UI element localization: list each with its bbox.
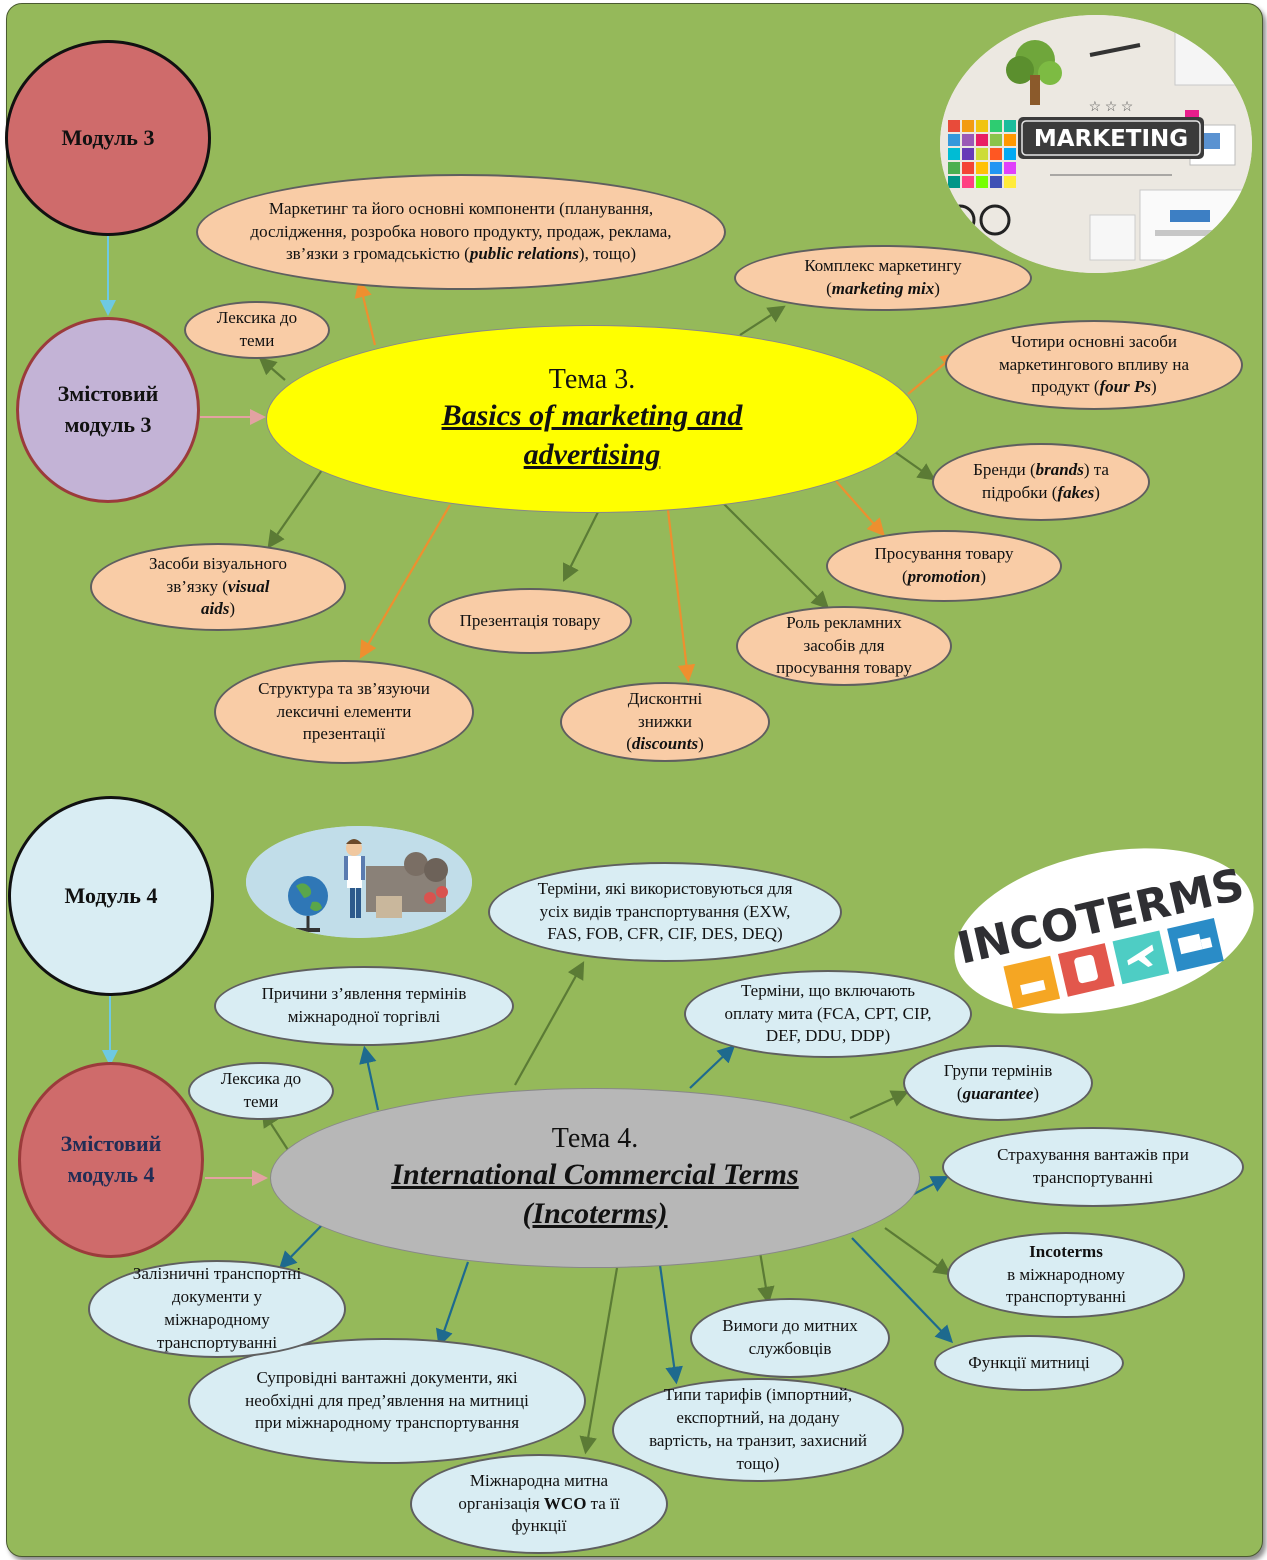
node-term-groups: Групи термінів (guarantee)	[903, 1045, 1093, 1121]
arrow-t3-marketing-mix	[739, 305, 786, 336]
node-advertising-role: Роль рекламних засобів для просування то…	[736, 606, 952, 686]
arrow-t4-groups	[849, 1090, 910, 1120]
arrow-t4-wco	[579, 1267, 619, 1455]
color-swatches	[948, 120, 1016, 188]
arrow-t3-brands	[894, 451, 936, 481]
arrow-t4-customs-functions	[851, 1237, 954, 1344]
node-vocabulary-3: Лексика до теми	[184, 301, 330, 359]
topic-3-number: Тема 3.	[548, 364, 636, 395]
node-product-presentation: Презентація товару	[428, 588, 632, 654]
arrow-t4-reasons	[359, 1045, 380, 1111]
arrow-t3-advertising-role	[719, 499, 830, 610]
arrow-t3-presentation	[563, 507, 601, 582]
arrow-t4-accompanying-docs	[435, 1261, 470, 1348]
node-vocabulary-4: Лексика до теми	[188, 1062, 334, 1120]
content-module-3-label: Змістовий модуль 3	[57, 381, 159, 437]
topic-4-title: International Commercial Terms (Incoterm…	[391, 1158, 799, 1230]
module-4-circle: Модуль 4	[8, 796, 214, 996]
incoterms-logo: INCOTERMS	[948, 845, 1260, 1017]
module-4-label: Модуль 4	[64, 882, 158, 908]
incoterms-logo-graphic: INCOTERMS	[953, 848, 1254, 1014]
node-trade-terms-reasons: Причини з’явлення термінів міжнародної т…	[214, 966, 514, 1046]
node-accompanying-documents: Супровідні вантажні документи, які необх…	[188, 1338, 586, 1464]
marketing-image-text: MARKETING	[1034, 126, 1188, 152]
node-rail-documents: Залізничні транспортні документи у міжна…	[88, 1260, 346, 1358]
node-four-ps: Чотири основні засоби маркетингового впл…	[945, 320, 1243, 410]
star-icons: ☆ ☆ ☆	[1089, 100, 1134, 115]
module-3-circle: Модуль 3	[5, 40, 211, 236]
node-presentation-structure: Структура та зв’язуючи лексичні елементи…	[214, 660, 474, 764]
arrow-t3-presentation-structure	[359, 504, 451, 659]
arrow-t4-incoterms-transport	[884, 1227, 952, 1276]
node-tariff-types: Типи тарифів (імпортний, експортний, на …	[612, 1378, 904, 1482]
arrow-t4-tariffs	[658, 1264, 683, 1385]
arrow-t3-visual-aids	[267, 469, 323, 549]
node-all-transport-terms: Терміни, які використовуються для усіх в…	[488, 862, 842, 962]
node-wco: Міжнародна митна організація WCO та її ф…	[410, 1454, 668, 1554]
node-customs-functions: Функції митниці	[934, 1335, 1124, 1391]
marketing-illustration: MARKETING ☆ ☆ ☆	[940, 15, 1252, 273]
node-customs-requirements: Вимоги до митних службовців	[690, 1298, 890, 1378]
topic-4-ellipse: Тема 4. International Commercial Terms (…	[270, 1088, 920, 1268]
module-3-label: Модуль 3	[61, 124, 155, 150]
arrow-t4-rail-docs	[278, 1221, 326, 1270]
content-module-4-label: Змістовий модуль 4	[60, 1131, 162, 1187]
arrow-t3-discounts	[666, 509, 696, 683]
node-cargo-insurance: Страхування вантажів при транспортуванні	[942, 1127, 1244, 1207]
node-marketing-components: Маркетинг та його основні компоненти (пл…	[196, 174, 726, 290]
node-promotion: Просування товару (promotion)	[826, 530, 1062, 602]
node-marketing-mix: Комплекс маркетингу (marketing mix)	[734, 245, 1032, 311]
trade-illustration	[246, 826, 472, 938]
content-module-3-circle: Змістовий модуль 3	[16, 317, 200, 503]
arrow-t4-requirements	[757, 1251, 775, 1305]
node-discounts: Дисконтні знижки (discounts)	[560, 682, 770, 762]
content-module-4-circle: Змістовий модуль 4	[18, 1062, 204, 1258]
node-visual-aids: Засоби візуального зв’язку (visual aids)	[90, 543, 346, 631]
arrow-t4-insurance	[911, 1175, 949, 1196]
arrow-t3-promotion	[834, 479, 885, 537]
marketing-image: MARKETING ☆ ☆ ☆	[940, 15, 1252, 273]
node-brands: Бренди (brands) та підробки (fakes)	[932, 443, 1150, 521]
businessman-globe-illustration	[246, 826, 472, 938]
topic-3-title: Basics of marketing and advertising	[441, 399, 743, 471]
arrow-t4-duty-terms	[689, 1044, 736, 1089]
node-duty-terms: Терміни, що включають оплату мита (FCA, …	[684, 970, 972, 1058]
arrow-t4-all-transport	[514, 961, 585, 1086]
topic-4-number: Тема 4.	[551, 1123, 639, 1154]
arrow-t3-vocabulary	[258, 357, 286, 381]
topic-3-ellipse: Тема 3. Basics of marketing and advertis…	[266, 325, 918, 513]
arrow-t3-marketing-components	[354, 279, 377, 346]
